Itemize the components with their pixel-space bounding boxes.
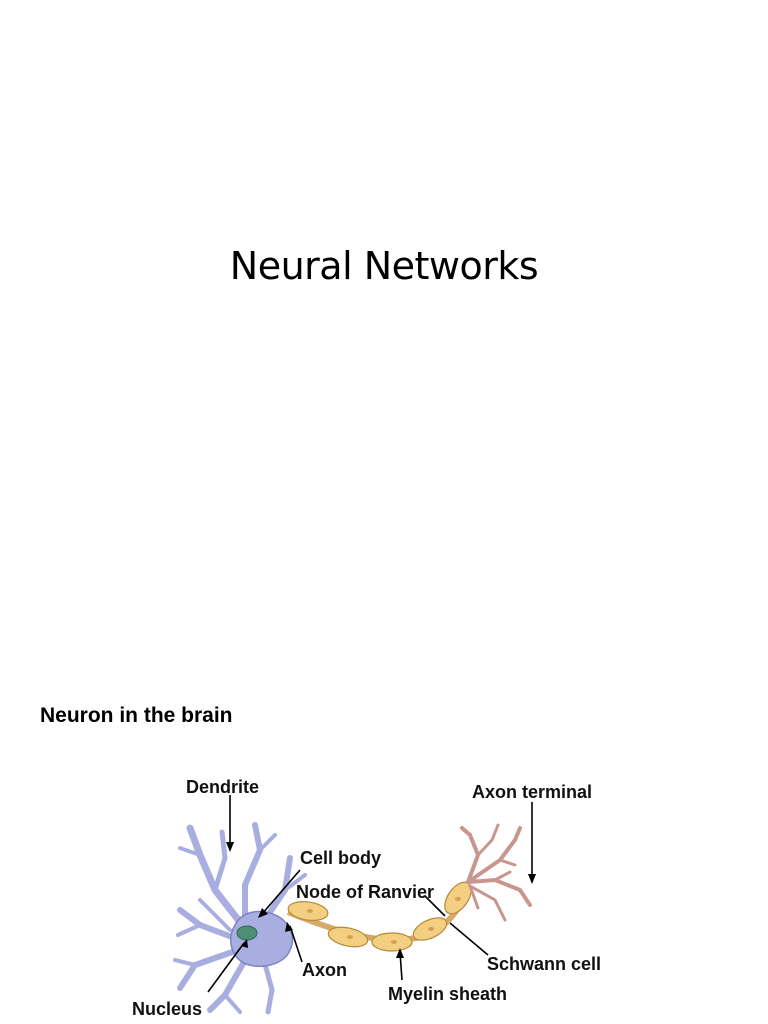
label-node-of-ranvier: Node of Ranvier — [296, 882, 434, 902]
neuron-diagram: Dendrite Axon terminal Cell body Node of… — [132, 777, 601, 1019]
schwann-nuclei — [307, 897, 461, 944]
arrowheads — [226, 842, 536, 958]
nucleus-shape — [236, 925, 258, 941]
label-myelin-sheath: Myelin sheath — [388, 984, 507, 1004]
cell-body-shape — [230, 910, 294, 968]
label-cell-body: Cell body — [300, 848, 381, 868]
label-nucleus: Nucleus — [132, 999, 202, 1019]
figure-heading: Neuron in the brain — [40, 704, 233, 727]
label-dendrite: Dendrite — [186, 777, 259, 797]
leader-lines — [207, 795, 533, 993]
slide-title: Neural Networks — [229, 244, 539, 288]
axon-terminal-branches — [460, 823, 532, 922]
label-schwann-cell: Schwann cell — [487, 954, 601, 974]
label-axon: Axon — [302, 960, 347, 980]
label-axon-terminal: Axon terminal — [472, 782, 592, 802]
myelin-segments — [287, 881, 472, 952]
